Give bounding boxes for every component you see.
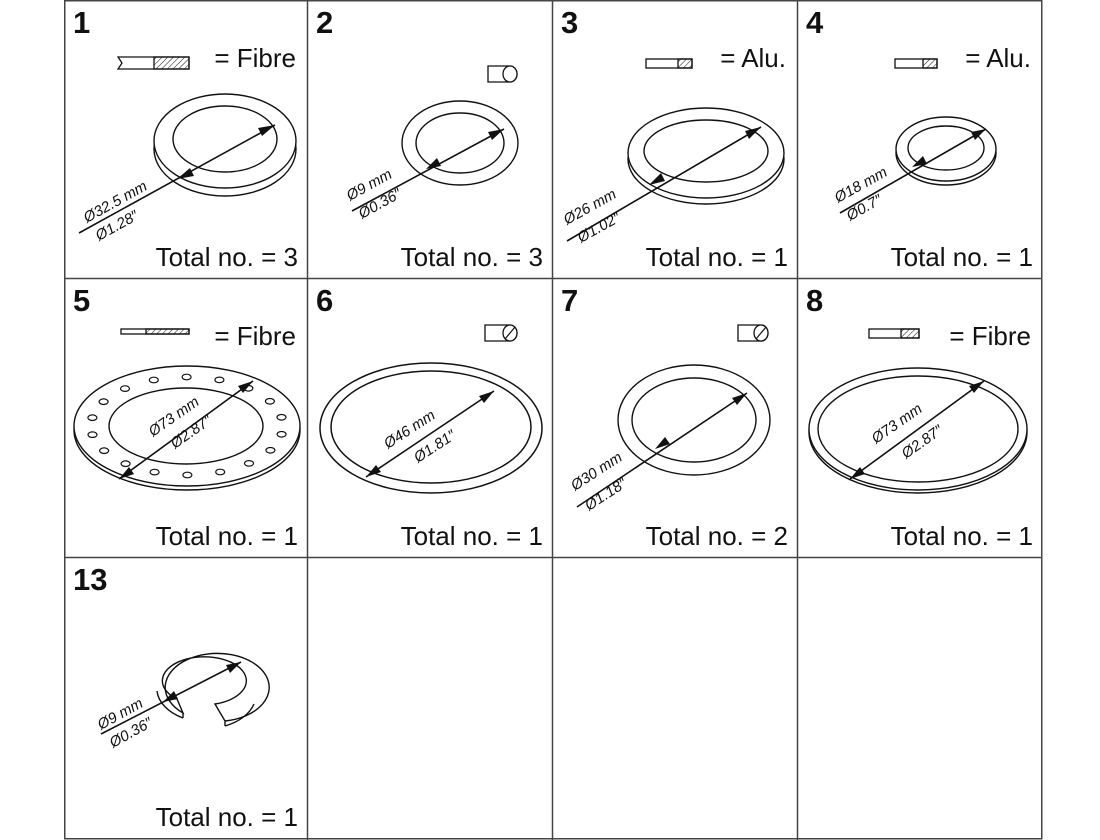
part-cell-3: Ø26 mm Ø1.02″ 3 = Alu. Total no. = 1 (553, 1, 797, 278)
bolt-hole (215, 468, 226, 476)
bolt-hole (243, 459, 255, 467)
total-count: Total no. = 1 (645, 242, 788, 272)
part-number: 4 (806, 5, 824, 40)
empty-cell (798, 558, 1042, 838)
aluminium-washer-drawing: Ø26 mm Ø1.02″ (560, 107, 785, 247)
part-cell-2: Ø9 mm Ø0.36″ 2 Total no. = 3 (308, 1, 552, 278)
total-count: Total no. = 1 (155, 802, 298, 832)
empty-cell (553, 558, 797, 838)
fibre-section-icon (120, 328, 190, 335)
flange-gasket-drawing: Ø73 mm Ø2.87″ (73, 365, 301, 491)
aluminium-washer-drawing: Ø18 mm Ø0.7″ (831, 116, 997, 225)
bolt-hole (276, 413, 287, 421)
part-cell-4: Ø18 mm Ø0.7″ 4 = Alu. Total no. = 1 (798, 1, 1042, 278)
large-fibre-gasket-drawing: Ø73 mm Ø2.87″ (808, 367, 1028, 494)
part-number: 6 (316, 283, 334, 318)
bolt-hole (265, 446, 276, 454)
part-cell-8: Ø73 mm Ø2.87″ 8 = Fibre Total no. = 1 (798, 279, 1042, 557)
material-label: = Alu. (720, 43, 786, 73)
o-ring-drawing: Ø30 mm Ø1.18″ (567, 364, 771, 515)
bolt-hole (119, 385, 131, 392)
fibre-section-icon (868, 328, 920, 339)
total-count: Total no. = 1 (400, 521, 543, 551)
bolt-holes (87, 373, 287, 479)
o-ring-section-icon (737, 324, 769, 342)
part-cell-6: Ø46 mm Ø1.81″ 6 Total no. = 1 (308, 279, 552, 557)
empty-cell (308, 558, 552, 838)
bolt-hole (149, 468, 160, 476)
part-number: 5 (73, 283, 91, 318)
part-cell-1: Ø32.5 mm Ø1.28″ 1 = Fibre Total no. = 3 (65, 1, 307, 278)
material-label: = Fibre (214, 43, 296, 73)
bolt-hole (87, 414, 98, 422)
part-cell-7: Ø30 mm Ø1.18″ 7 Total no. = 2 (553, 279, 797, 557)
part-cell-5: Ø73 mm Ø2.87″ 5 = Fibre Total no. = 1 (65, 279, 307, 557)
material-label: = Fibre (949, 321, 1031, 351)
material-label: = Fibre (214, 321, 296, 351)
total-count: Total no. = 1 (890, 242, 1033, 272)
part-cell-13: Ø9 mm Ø0.36″ 13 Total no. = 1 (65, 558, 307, 838)
part-number: 3 (561, 5, 579, 40)
o-ring-section-icon (487, 65, 518, 83)
bolt-hole (181, 373, 192, 381)
total-count: Total no. = 3 (400, 242, 543, 272)
o-ring-section-icon (484, 324, 518, 342)
material-label: = Alu. (965, 43, 1031, 73)
bolt-hole (87, 431, 98, 439)
alu-section-icon (645, 58, 693, 69)
bolt-hole (214, 376, 225, 384)
bolt-hole (264, 397, 275, 405)
part-number: 7 (561, 283, 579, 318)
part-number: 13 (73, 562, 108, 597)
flat-washer-drawing: Ø32.5 mm Ø1.28″ (78, 93, 297, 245)
bolt-hole (276, 430, 287, 438)
snap-ring-drawing: Ø9 mm Ø0.36″ (94, 652, 270, 752)
total-count: Total no. = 1 (155, 521, 298, 551)
total-count: Total no. = 3 (155, 242, 298, 272)
part-number: 8 (806, 283, 824, 318)
alu-section-icon (894, 58, 938, 69)
large-o-ring-drawing: Ø46 mm Ø1.81″ (319, 362, 543, 494)
total-count: Total no. = 2 (645, 521, 788, 551)
total-count: Total no. = 1 (890, 521, 1033, 551)
bolt-hole (98, 398, 109, 406)
bolt-hole (98, 447, 110, 455)
part-number: 1 (73, 5, 91, 40)
bolt-hole (120, 460, 131, 468)
bolt-hole (182, 471, 193, 479)
fibre-section-icon (117, 56, 190, 70)
bolt-hole (148, 376, 159, 384)
o-ring-drawing: Ø9 mm Ø0.36″ (343, 100, 519, 223)
part-number: 2 (316, 5, 334, 40)
